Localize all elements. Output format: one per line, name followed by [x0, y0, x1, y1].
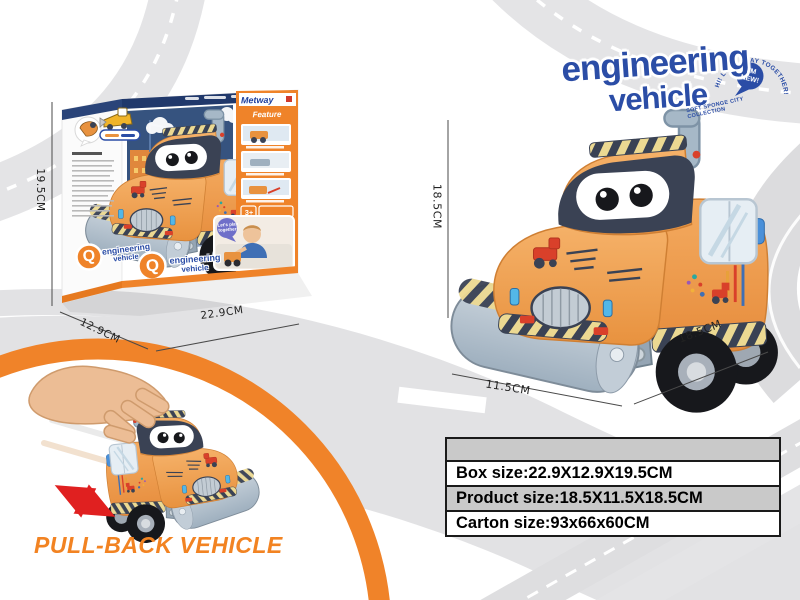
feature-title: Feature [252, 109, 282, 120]
box-side-panel-info [72, 116, 114, 217]
pullback-badge [0, 338, 390, 600]
age-badge: 3+ [244, 208, 254, 217]
box-child-photo [213, 215, 295, 271]
pullback-arrow [54, 484, 116, 518]
spec-row-box-size-text: Box size:22.9X12.9X19.5CM [456, 464, 673, 482]
spec-table: Box size:22.9X12.9X19.5CM Product size:1… [445, 437, 781, 537]
product-height-label: 18.5CM [430, 183, 444, 230]
box-height-label: 19.5CM [34, 168, 46, 212]
feature-cards [240, 124, 294, 230]
spec-row-product-size-text: Product size:18.5X11.5X18.5CM [456, 489, 703, 507]
spec-row-carton-size-text: Carton size:93x66x60CM [456, 514, 650, 532]
q-letter-front: Q [145, 255, 160, 276]
spec-row-box-size: Box size:22.9X12.9X19.5CM [447, 460, 779, 485]
metway-brand: Metway [240, 94, 274, 106]
box-mascot-logo [99, 107, 141, 141]
product-box [51, 89, 312, 352]
pullback-caption: PULL-BACK VEHICLE [34, 532, 283, 558]
spec-row-product-size: Product size:18.5X11.5X18.5CM [447, 485, 779, 510]
toy-dimension-lines [447, 120, 769, 407]
box-dimension-lines [51, 102, 300, 352]
metway-flag-icon [286, 96, 292, 102]
box-speech-bubble: Let's play together! [217, 221, 239, 233]
q-badge-side [75, 243, 103, 271]
spec-row-carton-size: Carton size:93x66x60CM [447, 510, 779, 535]
q-letter-side: Q [81, 247, 97, 266]
spec-row-header [447, 439, 779, 460]
hand [28, 365, 170, 444]
